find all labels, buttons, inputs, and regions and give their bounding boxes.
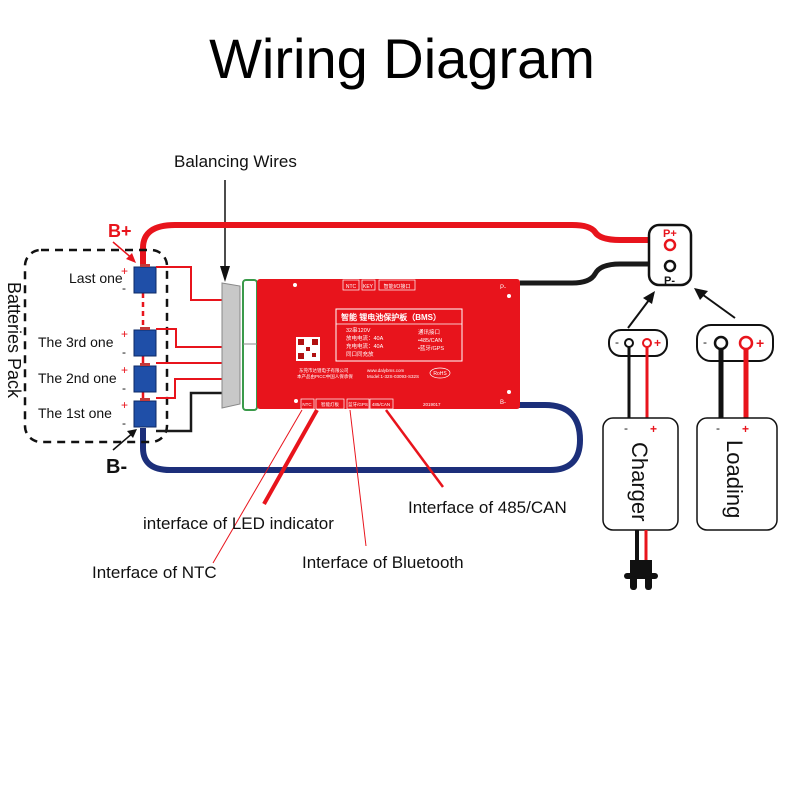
board-date: 2019017: [423, 402, 441, 407]
svg-text:-: -: [703, 335, 707, 349]
svg-text:-: -: [122, 345, 126, 359]
balancing-wire-bundle: [156, 266, 222, 399]
svg-text:-: -: [624, 421, 628, 435]
board-port-top-key: KEY: [363, 284, 374, 290]
battery-2nd: The 2nd one + -: [38, 363, 157, 395]
charger-label: Charger: [627, 442, 652, 521]
charger-connector: - +: [608, 329, 668, 357]
svg-text:+: +: [650, 422, 657, 436]
battery-label-last: Last one: [69, 270, 123, 286]
p-minus-label: P-: [664, 275, 675, 287]
svg-text:www.dalybms.com: www.dalybms.com: [367, 368, 405, 373]
charger-device: - + Charger: [602, 417, 679, 531]
svg-text:+: +: [121, 363, 128, 377]
svg-text:+: +: [742, 422, 749, 436]
balancing-wires-label: Balancing Wires: [174, 152, 297, 171]
battery-label-3rd: The 3rd one: [38, 334, 114, 350]
board-title: 智能 锂电池保护板（BMS）: [341, 312, 441, 322]
b-minus-wire: [140, 402, 584, 473]
balancing-connector: [221, 282, 241, 409]
loading-arrowhead-icon: [694, 288, 708, 300]
board-qr-code: [296, 337, 320, 361]
svg-text:充电电流：40A: 充电电流：40A: [346, 342, 384, 350]
svg-text:通讯接口: 通讯接口: [418, 328, 440, 336]
ntc-pointer: [212, 409, 303, 564]
balancing-arrowhead-icon: [220, 266, 230, 282]
loading-label: Loading: [722, 440, 747, 518]
board-port-top-io: 智能I/O接口: [384, 283, 411, 290]
b-minus-arrowhead-icon: [127, 429, 137, 438]
p-plus-terminal: [663, 238, 677, 252]
board-port-bluetooth: 蓝牙/GPS: [348, 401, 368, 408]
balancing-socket: [242, 279, 258, 411]
b-plus-label: B+: [108, 221, 132, 241]
svg-text:+: +: [121, 327, 128, 341]
interface-bluetooth-label: Interface of Bluetooth: [302, 553, 464, 572]
battery-label-1st: The 1st one: [38, 405, 112, 421]
b-plus-main-wire: [140, 222, 667, 268]
p-minus-wire: [520, 261, 667, 286]
board-b-minus-mark: B-: [500, 400, 506, 406]
svg-text:同口同充放: 同口同充放: [346, 350, 374, 358]
board-rohs: RoHS: [433, 371, 447, 377]
diagram-title: Wiring Diagram: [209, 27, 595, 90]
p-plus-label: P+: [663, 228, 677, 240]
board-p-minus-mark: P-: [500, 285, 506, 291]
interface-ntc-label: Interface of NTC: [92, 563, 217, 582]
485-pointer: [384, 409, 445, 488]
loading-connector: - +: [696, 324, 774, 362]
b-plus-arrowhead-icon: [126, 253, 136, 263]
bluetooth-pointer: [349, 409, 367, 547]
power-plug-icon: [624, 560, 658, 590]
bms-board: NTC KEY 智能I/O接口 P- B- 智能 锂电池保护板（BMS） 32串…: [257, 279, 520, 410]
b-minus-label: B-: [106, 456, 127, 478]
svg-text:+: +: [121, 398, 128, 412]
svg-text:-: -: [122, 416, 126, 430]
bms-board-body: [257, 279, 520, 409]
board-port-485: 485/CAN: [372, 402, 390, 407]
balancing-wire-ground: [156, 391, 222, 433]
svg-text:-: -: [122, 281, 126, 295]
interface-led-label: interface of LED indicator: [143, 514, 334, 533]
svg-text:东莞市达锂电子有限公司: 东莞市达锂电子有限公司: [299, 367, 349, 374]
svg-text:32串120V: 32串120V: [346, 327, 371, 334]
svg-text:•蓝牙/GPS: •蓝牙/GPS: [418, 344, 444, 352]
batteries-pack-label: Batteries Pack: [4, 282, 24, 399]
battery-last: Last one + -: [69, 264, 157, 295]
svg-text:Model:1-32S-03093-S32S: Model:1-32S-03093-S32S: [367, 374, 419, 379]
svg-text:-: -: [716, 421, 720, 435]
svg-text:+: +: [756, 335, 764, 351]
board-port-led: 智能灯板: [321, 401, 339, 408]
svg-text:-: -: [615, 335, 619, 349]
svg-text:放电电流：40A: 放电电流：40A: [346, 334, 384, 342]
p-minus-terminal: [663, 259, 677, 273]
loading-to-terminal-arrow: [698, 291, 736, 319]
output-terminal: P+ P-: [647, 223, 693, 287]
svg-text:+: +: [654, 336, 661, 350]
board-port-top-ntc: NTC: [346, 284, 357, 290]
led-pointer: [262, 409, 319, 505]
loading-device: - + Loading: [696, 417, 778, 531]
charger-to-terminal-arrow: [627, 295, 653, 329]
svg-text:+: +: [121, 264, 128, 278]
svg-text:•485/CAN: •485/CAN: [418, 338, 442, 344]
batteries-pack-outline: [23, 248, 169, 444]
battery-label-2nd: The 2nd one: [38, 370, 117, 386]
interface-485-label: Interface of 485/CAN: [408, 498, 567, 517]
charger-arrowhead-icon: [643, 291, 655, 304]
battery-1st: The 1st one + -: [38, 398, 157, 430]
board-port-ntc: NTC: [302, 402, 312, 407]
svg-text:-: -: [122, 381, 126, 395]
svg-text:本产品由PICC中国人保承保: 本产品由PICC中国人保承保: [297, 373, 353, 380]
battery-3rd: The 3rd one + -: [38, 327, 157, 359]
